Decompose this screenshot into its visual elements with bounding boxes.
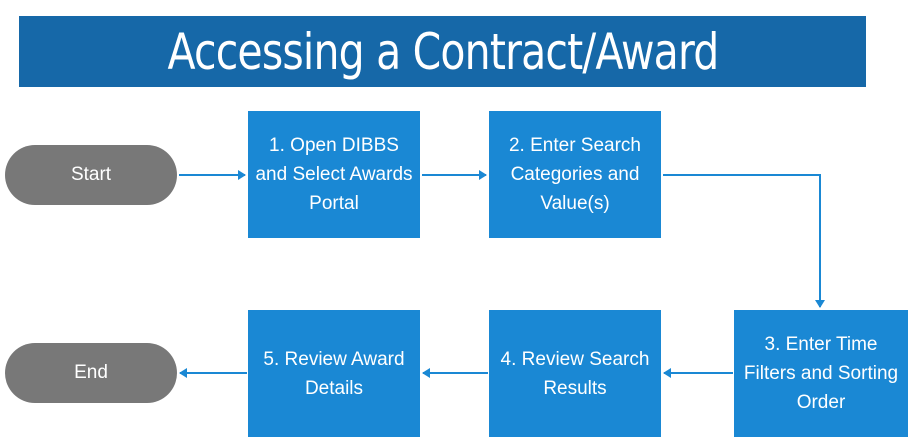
end-terminal: End — [5, 343, 177, 403]
step-2-box: 2. Enter Search Categories and Value(s) — [489, 111, 661, 238]
end-label: End — [74, 362, 108, 383]
step-3-label: 3. Enter Time Filters and Sorting Order — [743, 334, 899, 413]
start-label: Start — [70, 164, 112, 185]
step-4-box: 4. Review Search Results — [489, 310, 661, 437]
start-terminal: Start — [5, 145, 177, 205]
arrow-step2-to-step3 — [663, 174, 825, 308]
step-4-label: 4. Review Search Results — [500, 348, 650, 399]
step-3-box: 3. Enter Time Filters and Sorting Order — [734, 310, 908, 437]
title-text: Accessing a Contract/Award — [166, 22, 719, 81]
step-5-label: 5. Review Award Details — [263, 348, 405, 399]
step-1-label: 1. Open DIBBS and Select Awards Portal — [255, 135, 413, 214]
step-5-box: 5. Review Award Details — [248, 310, 420, 437]
step-1-box: 1. Open DIBBS and Select Awards Portal — [248, 111, 420, 238]
diagram-title: Accessing a Contract/Award — [19, 16, 866, 87]
step-2-label: 2. Enter Search Categories and Value(s) — [508, 135, 642, 214]
